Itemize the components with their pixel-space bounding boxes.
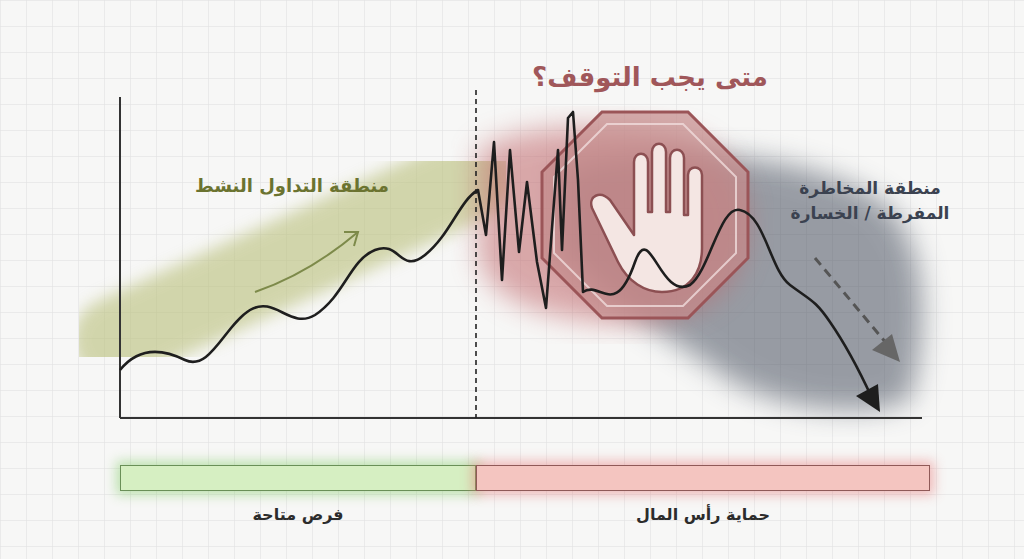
price-arrowhead <box>856 384 880 412</box>
zone-label: منطقة المخاطرة المفرطة / الخسارة <box>786 176 954 225</box>
timeline-band: فرص متاحة <box>120 465 476 526</box>
trend-arrowhead <box>344 232 358 246</box>
diagram-title: متى يجب التوقف؟ <box>532 62 768 92</box>
forecast-arrow <box>815 258 892 350</box>
stop-sign <box>542 112 748 318</box>
band-label: فرص متاحة <box>120 505 476 524</box>
price-line <box>120 112 872 398</box>
band-bar <box>476 465 930 491</box>
band-label: حماية رأس المال <box>476 505 930 524</box>
timeline-band: حماية رأس المال <box>476 465 930 526</box>
zone-label: منطقة التداول النشط <box>195 173 389 199</box>
forecast-arrowhead <box>872 334 900 362</box>
x-axis <box>120 417 922 419</box>
band-bar <box>120 465 476 491</box>
divider-line <box>475 90 477 418</box>
